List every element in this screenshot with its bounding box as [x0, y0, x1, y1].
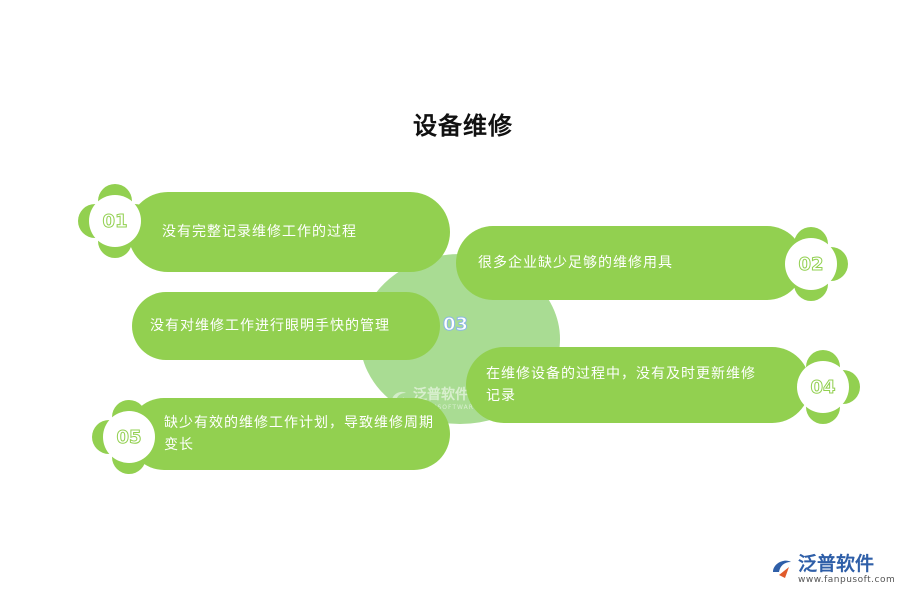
diagram-title: 设备维修 [413, 112, 513, 140]
brand-logo: 泛普软件 www.fanpusoft.com [770, 553, 895, 585]
item-03-text: 没有对维修工作进行眼明手快的管理 [150, 318, 390, 334]
item-04-badge: 04 [786, 350, 860, 424]
item-01-pill: 没有完整记录维修工作的过程 [128, 192, 450, 272]
item-05-text: 缺少有效的维修工作计划，导致维修周期变长 [164, 415, 434, 453]
fanpu-brand-icon [773, 560, 791, 578]
item-05-pill: 缺少有效的维修工作计划，导致维修周期变长 [128, 398, 450, 470]
item-03-pill: 没有对维修工作进行眼明手快的管理 [132, 292, 440, 360]
item-01-number: 01 [89, 195, 141, 247]
item-01-text: 没有完整记录维修工作的过程 [162, 224, 357, 240]
item-02-text: 很多企业缺少足够的维修用具 [478, 255, 673, 271]
item-02-pill: 很多企业缺少足够的维修用具 [456, 226, 804, 300]
item-04-number: 04 [797, 361, 849, 413]
watermark-name: 泛普软件 [413, 387, 469, 403]
watermark-sub: FANPUSOFTWARE [413, 404, 479, 411]
item-04-text: 在维修设备的过程中，没有及时更新维修记录 [486, 366, 756, 404]
item-02-badge: 02 [774, 227, 848, 301]
item-04-pill: 在维修设备的过程中，没有及时更新维修记录 [466, 347, 810, 423]
item-05-number: 05 [103, 411, 155, 463]
item-01-badge: 01 [78, 184, 152, 258]
item-05-badge: 05 [92, 400, 166, 474]
item-02-number: 02 [785, 238, 837, 290]
brand-url: www.fanpusoft.com [798, 575, 896, 585]
brand-name: 泛普软件 [798, 553, 875, 575]
center-number: 03 [442, 314, 469, 336]
